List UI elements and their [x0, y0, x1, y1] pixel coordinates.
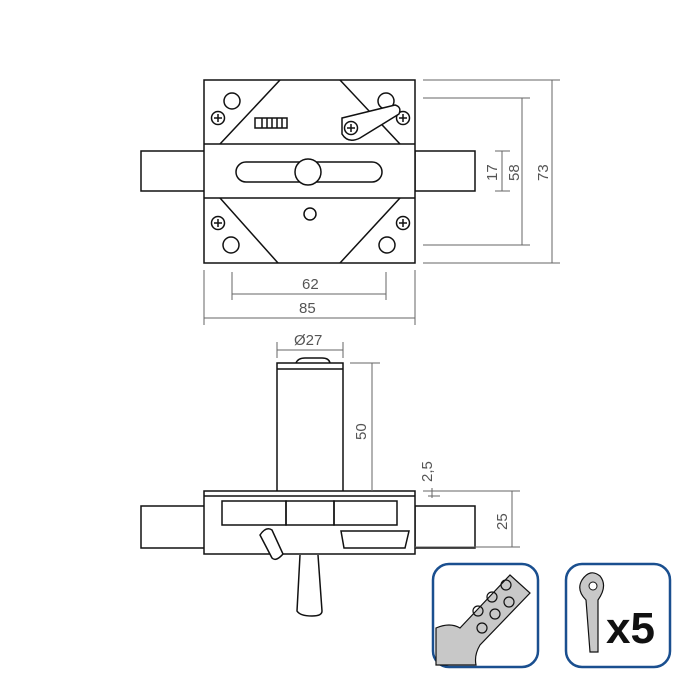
screw-icon: [395, 110, 411, 126]
dim-17: 17: [484, 164, 501, 181]
screw-icon: [210, 215, 226, 231]
keys-count-badge: x5: [564, 562, 672, 669]
key-icon: [579, 572, 605, 653]
cylinder: [276, 362, 344, 494]
front-view: [140, 79, 476, 264]
key-count-label: x5: [606, 604, 655, 653]
right-bolt: [414, 150, 476, 192]
dim-2-5: 2,5: [419, 461, 436, 482]
dim-58: 58: [506, 164, 523, 181]
screw-icon: [210, 110, 226, 126]
dim-85: 85: [299, 300, 316, 317]
screw-icon: [395, 215, 411, 231]
left-bolt: [140, 150, 206, 192]
dim-62: 62: [302, 276, 319, 293]
dim-diameter-27: Ø27: [294, 332, 322, 349]
dim-73: 73: [535, 164, 552, 181]
screw-icon: [343, 120, 359, 136]
side-view: [140, 357, 476, 617]
dim-25: 25: [494, 513, 511, 530]
dimple-key-badge: [431, 562, 540, 669]
dim-50: 50: [353, 423, 370, 440]
